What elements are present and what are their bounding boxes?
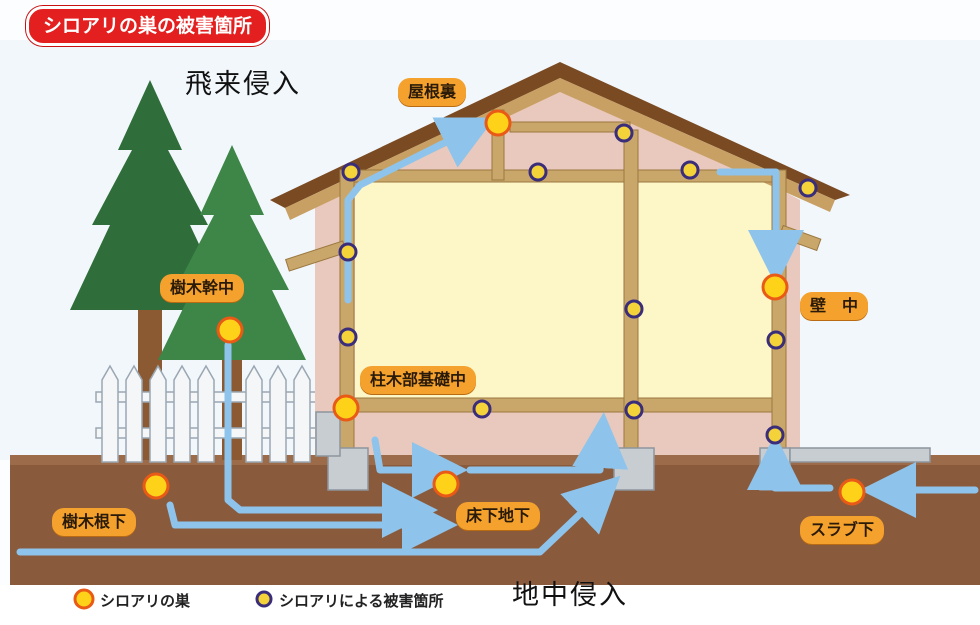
legend-nest-label: シロアリの巣 [100,592,191,610]
under-floor-tag: 床下地下 [456,502,541,530]
post-foundation-tag: 柱木部基礎中 [360,366,477,394]
inside-wall-tag: 壁 中 [800,292,869,320]
fence [95,364,327,463]
nest-markers [142,109,866,506]
legend-area [0,585,980,625]
legend-damage-label: シロアリによる被害箇所 [279,592,444,610]
damage-markers [338,123,818,445]
underground-invasion-label: 地中侵入 [512,580,628,611]
legend-damage-icon [255,590,273,608]
under-slab-tag: スラブ下 [800,516,885,544]
legend-nest-icon [73,588,95,610]
flying-invasion-label: 飛来侵入 [185,69,301,100]
invasion-arrows [16,117,979,556]
attic-tag: 屋根裏 [398,78,467,106]
ground-surface [10,455,980,465]
page-title: シロアリの巣の被害箇所 [26,6,270,46]
tree-root-tag: 樹木根下 [52,508,137,536]
tree-trunk-tag: 樹木幹中 [160,274,245,302]
